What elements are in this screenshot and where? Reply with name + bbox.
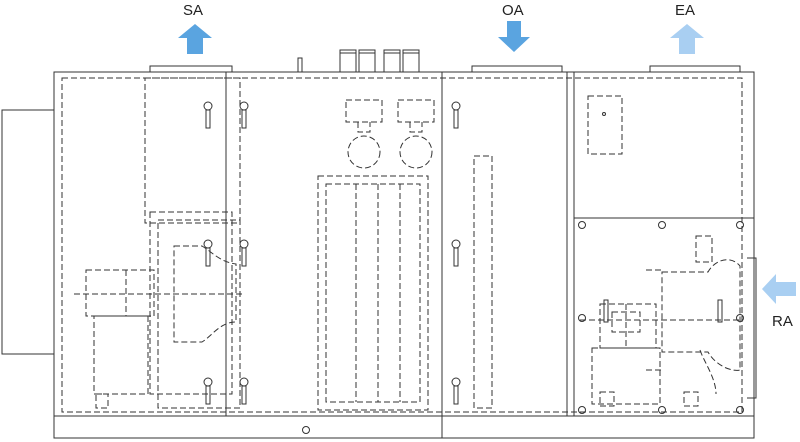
left-duct-connection [1,109,55,355]
internal-hidden-lines [61,77,743,413]
return-air-arrow-left-icon [762,274,796,304]
door-handles [203,101,723,405]
right-duct-connection [747,257,757,399]
return-air-label: RA [772,313,793,330]
outdoor-air-label: OA [502,2,524,19]
supply-air-label: SA [183,2,204,19]
panel-bolts [578,221,744,414]
exhaust-air-label: EA [675,2,696,19]
unit-casing [53,71,755,439]
exhaust-air-arrow-up-icon [670,24,704,54]
top-duct-collars [149,49,741,73]
outdoor-air-arrow-down-icon [498,21,530,52]
supply-air-arrow-up-icon [178,24,212,54]
